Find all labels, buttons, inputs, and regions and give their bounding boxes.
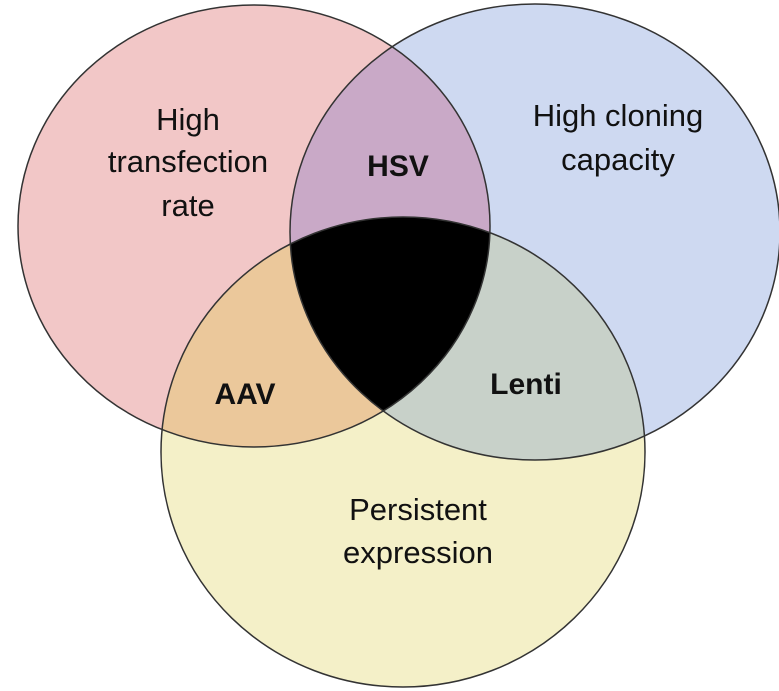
- label-lenti: Lenti: [490, 368, 562, 401]
- label-red-line3: rate: [161, 188, 214, 223]
- label-red-line1: High: [156, 102, 220, 137]
- label-red-line2: transfection: [108, 144, 268, 179]
- label-yellow-line2: expression: [343, 535, 493, 570]
- label-aav: AAV: [214, 378, 275, 411]
- label-blue-line2: capacity: [561, 142, 675, 177]
- label-yellow-line1: Persistent: [349, 492, 487, 527]
- label-blue-line1: High cloning: [533, 98, 704, 133]
- label-hsv: HSV: [367, 150, 429, 183]
- overlap-aav: [161, 217, 490, 447]
